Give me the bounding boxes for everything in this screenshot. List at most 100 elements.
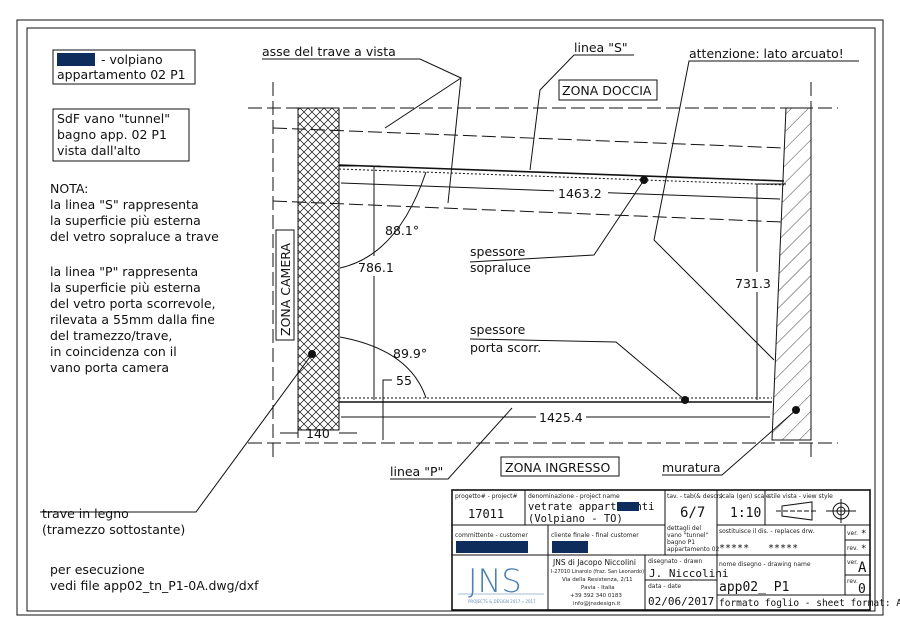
tav-descr: bagno P1 <box>667 539 695 546</box>
angle-arc-bottom <box>339 336 427 399</box>
replaces-value: ***** <box>768 543 798 554</box>
rev-label: rev. <box>847 578 858 585</box>
tav-descr: appartamento 02 <box>667 546 720 553</box>
header-line2: appartamento 02 P1 <box>57 67 186 82</box>
sdf-box: SdF vano "tunnel" bagno app. 02 P1 vista… <box>52 108 190 162</box>
nota-line: in coincidenza con il <box>50 344 177 359</box>
rev-value: 0 <box>858 582 866 597</box>
nota-line: rilevata a 55mm dalla fine <box>50 312 215 327</box>
dim-140: 140 <box>306 426 330 441</box>
company-address: Via della Resistenza, 2/11 <box>562 577 633 583</box>
zona-doccia: ZONA DOCCIA <box>562 83 652 98</box>
drawing-name-label: nome disegno - drawing name <box>719 561 811 568</box>
nota-line: la superficie più esterna <box>50 280 201 295</box>
final-customer-label: cliente finale - final customer <box>551 532 639 539</box>
drawing-name: app02_ P1 <box>719 580 789 595</box>
title-block: progetto# - project# 17011 denominazione… <box>451 489 900 611</box>
label-linea-p: linea "P" <box>390 464 443 479</box>
company-address: Pavia - Italia <box>581 585 615 591</box>
dim-bottom: 1425.4 <box>539 410 583 425</box>
zona-ingresso: ZONA INGRESSO <box>505 460 610 475</box>
project-no: 17011 <box>468 507 504 521</box>
execution-note: per esecuzione <box>50 562 145 577</box>
dim-55: 55 <box>396 373 412 388</box>
label-trave: trave in legno <box>42 506 129 521</box>
ver-label: ver. <box>847 530 858 537</box>
rev-label: rev. <box>847 545 858 552</box>
label-trave: (tramezzo sottostante) <box>42 522 185 537</box>
plan-view: 1463.2 1425.4 786.1 731.3 88.1° 89.9° 55… <box>40 40 859 593</box>
replaces-label: sostituisce il dis. - replaces drw. <box>719 528 814 535</box>
nota-line: la superficie più esterna <box>50 213 201 228</box>
scale-value: 1:10 <box>730 506 761 521</box>
line-s <box>338 164 785 182</box>
scale-label: scala (gen) scale <box>719 493 770 500</box>
masonry-wall <box>771 107 812 441</box>
dim-right: 731.3 <box>735 276 771 291</box>
date-label: data - date <box>648 583 681 590</box>
nota-line: del vetro porta scorrevole, <box>50 296 216 311</box>
sheet-frame <box>16 19 884 616</box>
company-address: I-27010 Linarolo (fraz. San Leonardo) <box>551 569 644 575</box>
ver-value: A <box>858 560 867 576</box>
header-box: - volpiano appartamento 02 P1 <box>52 49 196 85</box>
dim-left: 786.1 <box>358 260 394 275</box>
label-attenzione: attenzione: lato arcuato! <box>689 46 844 61</box>
sdf-line2: bagno app. 02 P1 <box>57 127 167 142</box>
angle-arc-top <box>339 171 427 269</box>
redacted-name <box>57 53 95 66</box>
label-asse-trave: asse del trave a vista <box>262 44 396 59</box>
ver-label: ver. <box>847 559 858 566</box>
tav-descr: dettagli del <box>667 525 701 532</box>
sheet-format: formato foglio - sheet format: A4 <box>719 598 900 609</box>
tav-value: 6/7 <box>680 505 705 521</box>
redacted-customer <box>456 541 528 553</box>
project-no-label: progetto# - project# <box>455 493 518 500</box>
first-angle-projection-icon <box>776 499 856 523</box>
rev-top: * <box>861 544 866 554</box>
tav-label: tav. - tab(& descr.) <box>667 493 723 500</box>
dim-55-line <box>382 379 392 440</box>
company-email: info@jnsdesign.it <box>573 601 621 607</box>
angle-bottom: 89.9° <box>393 346 427 361</box>
angle-top: 88.1° <box>385 223 419 238</box>
label-linea-s: linea "S" <box>574 40 628 55</box>
tav-descr: vano "tunnel" <box>667 532 708 539</box>
beam-axis-upper <box>272 127 786 149</box>
label-muratura: muratura <box>662 460 721 475</box>
dim-top: 1463.2 <box>558 186 602 201</box>
marker-muratura <box>792 406 800 414</box>
label-spessore-porta: spessore <box>470 322 526 337</box>
view-style-label: stile vista - view style <box>768 493 833 500</box>
project-location: (Volpiano - TO) <box>528 513 623 525</box>
svg-text:JNS: JNS <box>468 562 522 600</box>
nota-line: del tramezzo/trave, <box>50 328 172 343</box>
wood-beam <box>297 107 340 431</box>
label-spessore-sopraluce: spessore <box>470 244 526 259</box>
project-name-label: denominazione - project name <box>528 493 620 500</box>
nota-line: la linea "P" rappresenta <box>50 264 198 279</box>
beam-axis-lower <box>272 200 784 223</box>
execution-note: vedi file app02_tn_P1-0A.dwg/dxf <box>50 578 259 593</box>
jns-logo: JNS PROJECTS & DESIGN 2017 ∙ 2017 <box>458 562 544 604</box>
nota: NOTA: la linea "S" rappresenta la superf… <box>50 181 219 375</box>
zona-camera: ZONA CAMERA <box>278 243 293 336</box>
sdf-line1: SdF vano "tunnel" <box>57 111 170 126</box>
nota-title: NOTA: <box>50 181 88 196</box>
replaces-value: ***** <box>719 543 749 554</box>
drawn-label: disegnato - drawn <box>648 558 702 565</box>
header-suffix: - volpiano <box>101 52 163 67</box>
nota-line: la linea "S" rappresenta <box>50 197 199 212</box>
company-name: JNS di Jacopo Niccolini <box>552 558 636 567</box>
drawn-by: J. Niccolini <box>649 567 728 580</box>
date-value: 02/06/2017 <box>648 595 714 608</box>
line-s-thickness <box>338 168 785 186</box>
label-spessore-porta: porta scorr. <box>470 340 541 355</box>
redacted-project <box>617 502 639 511</box>
sdf-line3: vista dall'alto <box>57 143 141 158</box>
redacted-final-customer <box>552 541 588 553</box>
nota-line: del vetro sopraluce a trave <box>50 229 219 244</box>
company-phone: +39 392 340 0183 <box>570 593 622 599</box>
customer-label: committente - customer <box>455 532 528 539</box>
